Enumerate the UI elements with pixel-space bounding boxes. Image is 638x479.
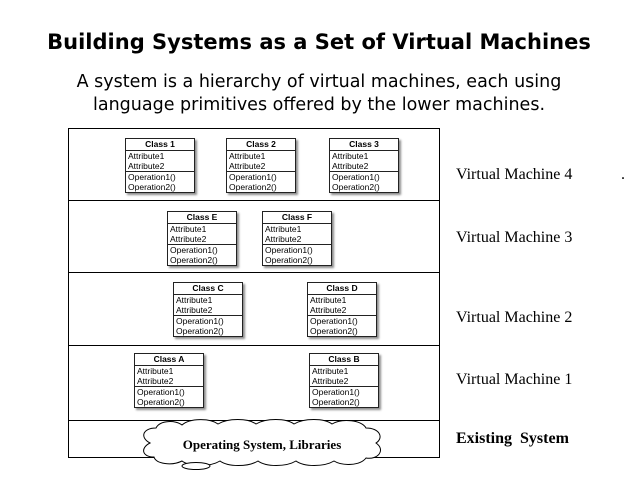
class-name: Class B <box>310 354 378 366</box>
layer-label-vm4-trailing: . <box>621 166 625 183</box>
class-attributes: Attribute1 Attribute2 <box>168 224 236 245</box>
class-attribute: Attribute1 <box>265 224 302 234</box>
class-attributes: Attribute1 Attribute2 <box>174 295 242 316</box>
class-operations: Operation1() Operation2() <box>135 387 203 407</box>
class-operation: Operation1() <box>137 387 185 397</box>
class-box-class-2: Class 2 Attribute1 Attribute2 Operation1… <box>226 138 296 193</box>
class-operation: Operation1() <box>332 172 380 182</box>
class-box-class-d: Class D Attribute1 Attribute2 Operation1… <box>307 282 377 337</box>
class-operation: Operation2() <box>137 397 185 407</box>
class-box-class-b: Class B Attribute1 Attribute2 Operation1… <box>309 353 379 408</box>
class-box-class-3: Class 3 Attribute1 Attribute2 Operation1… <box>329 138 399 193</box>
class-operations: Operation1() Operation2() <box>168 245 236 265</box>
class-operations: Operation1() Operation2() <box>174 316 242 336</box>
class-name: Class 2 <box>227 139 295 151</box>
class-name: Class 1 <box>126 139 194 151</box>
subtitle-line-2: language primitives offered by the lower… <box>92 95 546 115</box>
class-name: Class C <box>174 283 242 295</box>
class-attributes: Attribute1 Attribute2 <box>310 366 378 387</box>
class-operation: Operation2() <box>176 326 224 336</box>
class-operation: Operation2() <box>170 255 218 265</box>
class-operation: Operation1() <box>176 316 224 326</box>
class-attributes: Attribute1 Attribute2 <box>126 151 194 172</box>
class-operations: Operation1() Operation2() <box>308 316 376 336</box>
class-name: Class F <box>263 212 331 224</box>
class-operation: Operation1() <box>265 245 313 255</box>
class-attribute: Attribute2 <box>265 234 302 244</box>
class-operation: Operation1() <box>312 387 360 397</box>
layer-label-vm1: Virtual Machine 1 <box>456 371 573 388</box>
class-operation: Operation2() <box>229 182 277 192</box>
layer-label-vm4: Virtual Machine 4 <box>456 166 573 183</box>
layer-label-vm2: Virtual Machine 2 <box>456 309 573 326</box>
layer-divider <box>68 272 440 273</box>
class-attribute: Attribute2 <box>229 161 266 171</box>
class-name: Class D <box>308 283 376 295</box>
class-attributes: Attribute1 Attribute2 <box>308 295 376 316</box>
class-operation: Operation2() <box>312 397 360 407</box>
subtitle-line-1: A system is a hierarchy of virtual machi… <box>76 72 562 92</box>
class-box-class-a: Class A Attribute1 Attribute2 Operation1… <box>134 353 204 408</box>
class-attributes: Attribute1 Attribute2 <box>330 151 398 172</box>
class-attribute: Attribute1 <box>176 295 213 305</box>
class-attribute: Attribute2 <box>137 376 174 386</box>
class-operation: Operation2() <box>332 182 380 192</box>
slide-subtitle: A system is a hierarchy of virtual machi… <box>0 71 638 117</box>
layer-divider <box>68 345 440 346</box>
class-box-class-e: Class E Attribute1 Attribute2 Operation1… <box>167 211 237 266</box>
class-operation: Operation2() <box>265 255 313 265</box>
class-attribute: Attribute1 <box>137 366 174 376</box>
class-attribute: Attribute2 <box>176 305 213 315</box>
class-box-class-f: Class F Attribute1 Attribute2 Operation1… <box>262 211 332 266</box>
class-box-class-c: Class C Attribute1 Attribute2 Operation1… <box>173 282 243 337</box>
class-attribute: Attribute1 <box>332 151 369 161</box>
class-attribute: Attribute2 <box>332 161 369 171</box>
class-attribute: Attribute2 <box>170 234 207 244</box>
class-box-class-1: Class 1 Attribute1 Attribute2 Operation1… <box>125 138 195 193</box>
class-operations: Operation1() Operation2() <box>330 172 398 192</box>
os-libraries-label: Operating System, Libraries <box>182 437 342 452</box>
class-attributes: Attribute1 Attribute2 <box>263 224 331 245</box>
class-attribute: Attribute1 <box>229 151 266 161</box>
class-operations: Operation1() Operation2() <box>310 387 378 407</box>
layer-divider <box>68 200 440 201</box>
slide-title: Building Systems as a Set of Virtual Mac… <box>47 30 591 54</box>
class-operation: Operation1() <box>310 316 358 326</box>
class-attribute: Attribute1 <box>128 151 165 161</box>
class-attribute: Attribute1 <box>312 366 349 376</box>
class-operations: Operation1() Operation2() <box>227 172 295 192</box>
class-name: Class A <box>135 354 203 366</box>
class-operation: Operation1() <box>128 172 176 182</box>
class-attribute: Attribute2 <box>128 161 165 171</box>
layer-divider <box>68 420 440 421</box>
class-attribute: Attribute1 <box>310 295 347 305</box>
class-name: Class 3 <box>330 139 398 151</box>
class-operations: Operation1() Operation2() <box>126 172 194 192</box>
class-attribute: Attribute2 <box>310 305 347 315</box>
class-attribute: Attribute1 <box>170 224 207 234</box>
class-operation: Operation2() <box>310 326 358 336</box>
class-attributes: Attribute1 Attribute2 <box>227 151 295 172</box>
layer-label-existing-system: Existing System <box>456 430 569 447</box>
class-operation: Operation1() <box>170 245 218 255</box>
class-attribute: Attribute2 <box>312 376 349 386</box>
class-operation: Operation2() <box>128 182 176 192</box>
class-operation: Operation1() <box>229 172 277 182</box>
class-name: Class E <box>168 212 236 224</box>
class-attributes: Attribute1 Attribute2 <box>135 366 203 387</box>
class-operations: Operation1() Operation2() <box>263 245 331 265</box>
layer-label-vm3: Virtual Machine 3 <box>456 229 573 246</box>
